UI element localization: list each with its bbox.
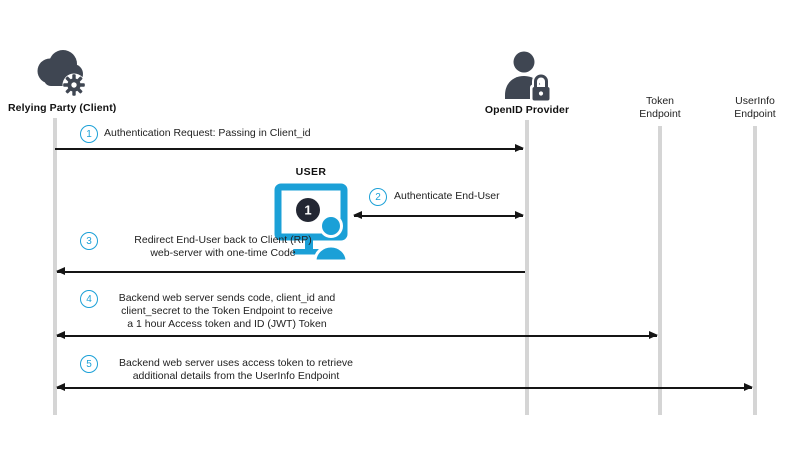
lifeline-openid-provider <box>525 120 529 415</box>
step-3-line2: web-server with one-time Code <box>150 247 296 259</box>
step-3-number: 3 <box>80 232 98 250</box>
userinfo-endpoint-label: UserInfo Endpoint <box>715 95 795 121</box>
step-4-line1: Backend web server sends code, client_id… <box>118 292 336 304</box>
arrow-step-3 <box>56 267 525 275</box>
gear-icon <box>62 73 86 97</box>
screen-badge-number: 1 <box>304 203 311 218</box>
lifeline-token-endpoint <box>658 126 662 415</box>
arrow-step-5 <box>56 383 753 391</box>
token-endpoint-line2: Endpoint <box>639 108 681 120</box>
arrow-step-1 <box>55 144 524 152</box>
token-endpoint-line1: Token <box>645 95 675 107</box>
lifeline-relying-party <box>53 118 57 415</box>
step-1-number: 1 <box>80 125 98 143</box>
step-5-text: Backend web server uses access token to … <box>97 357 375 383</box>
step-5-line2: additional details from the UserInfo End… <box>132 370 340 382</box>
person-lock-icon <box>499 51 557 101</box>
userinfo-endpoint-line2: Endpoint <box>734 108 776 120</box>
userinfo-endpoint-line1: UserInfo <box>735 95 775 107</box>
step-4-number: 4 <box>80 290 98 308</box>
step-2-text: Authenticate End-User <box>394 190 500 202</box>
lifeline-userinfo-endpoint <box>753 126 757 415</box>
step-3-line1: Redirect End-User back to Client (RP) <box>134 234 312 246</box>
monitor-stand <box>305 237 313 250</box>
step-4-text: Backend web server sends code, client_id… <box>97 292 357 331</box>
arrow-step-4 <box>56 331 658 339</box>
relying-party-label: Relying Party (Client) <box>8 102 117 114</box>
openid-provider-label: OpenID Provider <box>484 104 570 116</box>
person-at-monitor <box>313 214 349 261</box>
lock-icon <box>530 72 552 101</box>
arrow-step-2 <box>353 211 524 219</box>
step-5-line1: Backend web server uses access token to … <box>118 357 354 369</box>
cloud-gear-icon <box>30 46 88 98</box>
user-label: USER <box>295 166 327 178</box>
monitor-user-icon: 1 <box>274 183 356 261</box>
step-2-number: 2 <box>369 188 387 206</box>
step-3-text: Redirect End-User back to Client (RP) we… <box>97 234 349 260</box>
step-1-text: Authentication Request: Passing in Clien… <box>104 127 311 139</box>
step-4-line3: a 1 hour Access token and ID (JWT) Token <box>127 318 327 330</box>
step-5-number: 5 <box>80 355 98 373</box>
screen-badge-circle <box>296 198 320 222</box>
step-4-line2: client_secret to the Token Endpoint to r… <box>121 305 333 317</box>
token-endpoint-label: Token Endpoint <box>620 95 700 121</box>
